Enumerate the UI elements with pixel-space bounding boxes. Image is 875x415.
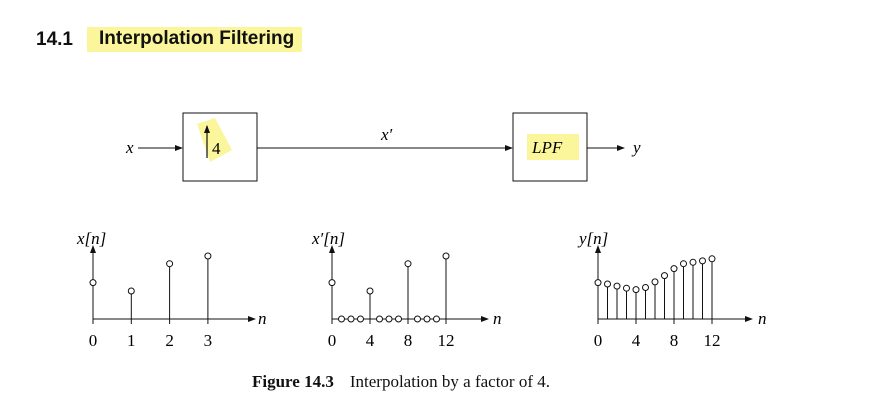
y-axis-label: y[n] <box>577 229 608 248</box>
x-tick-label: 2 <box>165 331 174 350</box>
sample-marker <box>127 287 135 295</box>
sample-marker <box>347 315 355 323</box>
x-tick-label: 8 <box>670 331 679 350</box>
x-tick-label: 0 <box>89 331 98 350</box>
plot-x: x[n] n 0 1 2 3 <box>76 229 267 350</box>
sample-marker <box>708 255 716 263</box>
plot-x-prime: x′[n] n 0 4 8 12 <box>311 229 502 350</box>
sample-marker <box>651 278 659 286</box>
x-tick-label: 12 <box>438 331 455 350</box>
sample-marker <box>385 315 393 323</box>
sample-marker <box>338 315 345 323</box>
output-label: y <box>631 138 641 157</box>
sample-marker <box>89 279 97 287</box>
figure-caption: Figure 14.3 Interpolation by a factor of … <box>252 372 550 392</box>
section-heading: 14.1 Interpolation Filtering <box>36 27 303 52</box>
intermediate-label: x′ <box>380 125 393 144</box>
x-tick-label: 12 <box>704 331 721 350</box>
sample-marker <box>404 260 412 268</box>
x-axis-label: n <box>258 309 267 328</box>
input-label: x <box>125 138 134 157</box>
lpf-label: LPF <box>531 138 563 157</box>
x-tick-label: 0 <box>594 331 603 350</box>
section-title: Interpolation Filtering <box>86 27 303 52</box>
sample-marker <box>680 260 687 268</box>
sample-marker <box>442 252 450 260</box>
x-axis-label: n <box>758 309 767 328</box>
sample-marker <box>357 315 364 323</box>
sample-marker <box>642 284 649 291</box>
y-axis-label: x[n] <box>76 229 106 248</box>
sample-marker <box>594 279 602 287</box>
x-tick-label: 4 <box>632 331 641 350</box>
sample-marker <box>328 279 336 287</box>
x-tick-label: 0 <box>328 331 337 350</box>
sample-marker <box>604 280 611 288</box>
caption-label: Figure 14.3 <box>252 372 334 391</box>
x-tick-label: 8 <box>404 331 413 350</box>
sample-marker <box>166 260 174 268</box>
sample-marker <box>395 315 402 323</box>
section-number: 14.1 <box>36 28 73 50</box>
sample-marker <box>366 287 374 295</box>
sample-marker <box>204 252 212 260</box>
sample-marker <box>623 284 630 292</box>
sample-marker <box>699 257 706 265</box>
sample-marker <box>670 265 678 273</box>
sample-marker <box>632 286 640 294</box>
lpf-highlight <box>527 134 579 160</box>
upsampler-factor: 4 <box>212 139 221 158</box>
sample-marker <box>376 315 383 323</box>
caption-text: Interpolation by a factor of 4. <box>349 372 551 391</box>
x-axis-label: n <box>493 309 502 328</box>
x-tick-label: 1 <box>127 331 136 350</box>
x-tick-label: 3 <box>204 331 213 350</box>
block-diagram: x 4 x′ LPF y <box>125 112 641 182</box>
sample-marker <box>414 315 421 323</box>
sample-marker <box>613 282 621 290</box>
y-axis-label: x′[n] <box>311 229 345 248</box>
plot-y: y[n] n 0 4 8 12 <box>577 229 767 350</box>
x-tick-label: 4 <box>366 331 375 350</box>
sample-marker <box>661 272 668 280</box>
sample-marker <box>689 258 697 266</box>
sample-marker <box>423 315 431 323</box>
sample-marker <box>433 315 440 323</box>
